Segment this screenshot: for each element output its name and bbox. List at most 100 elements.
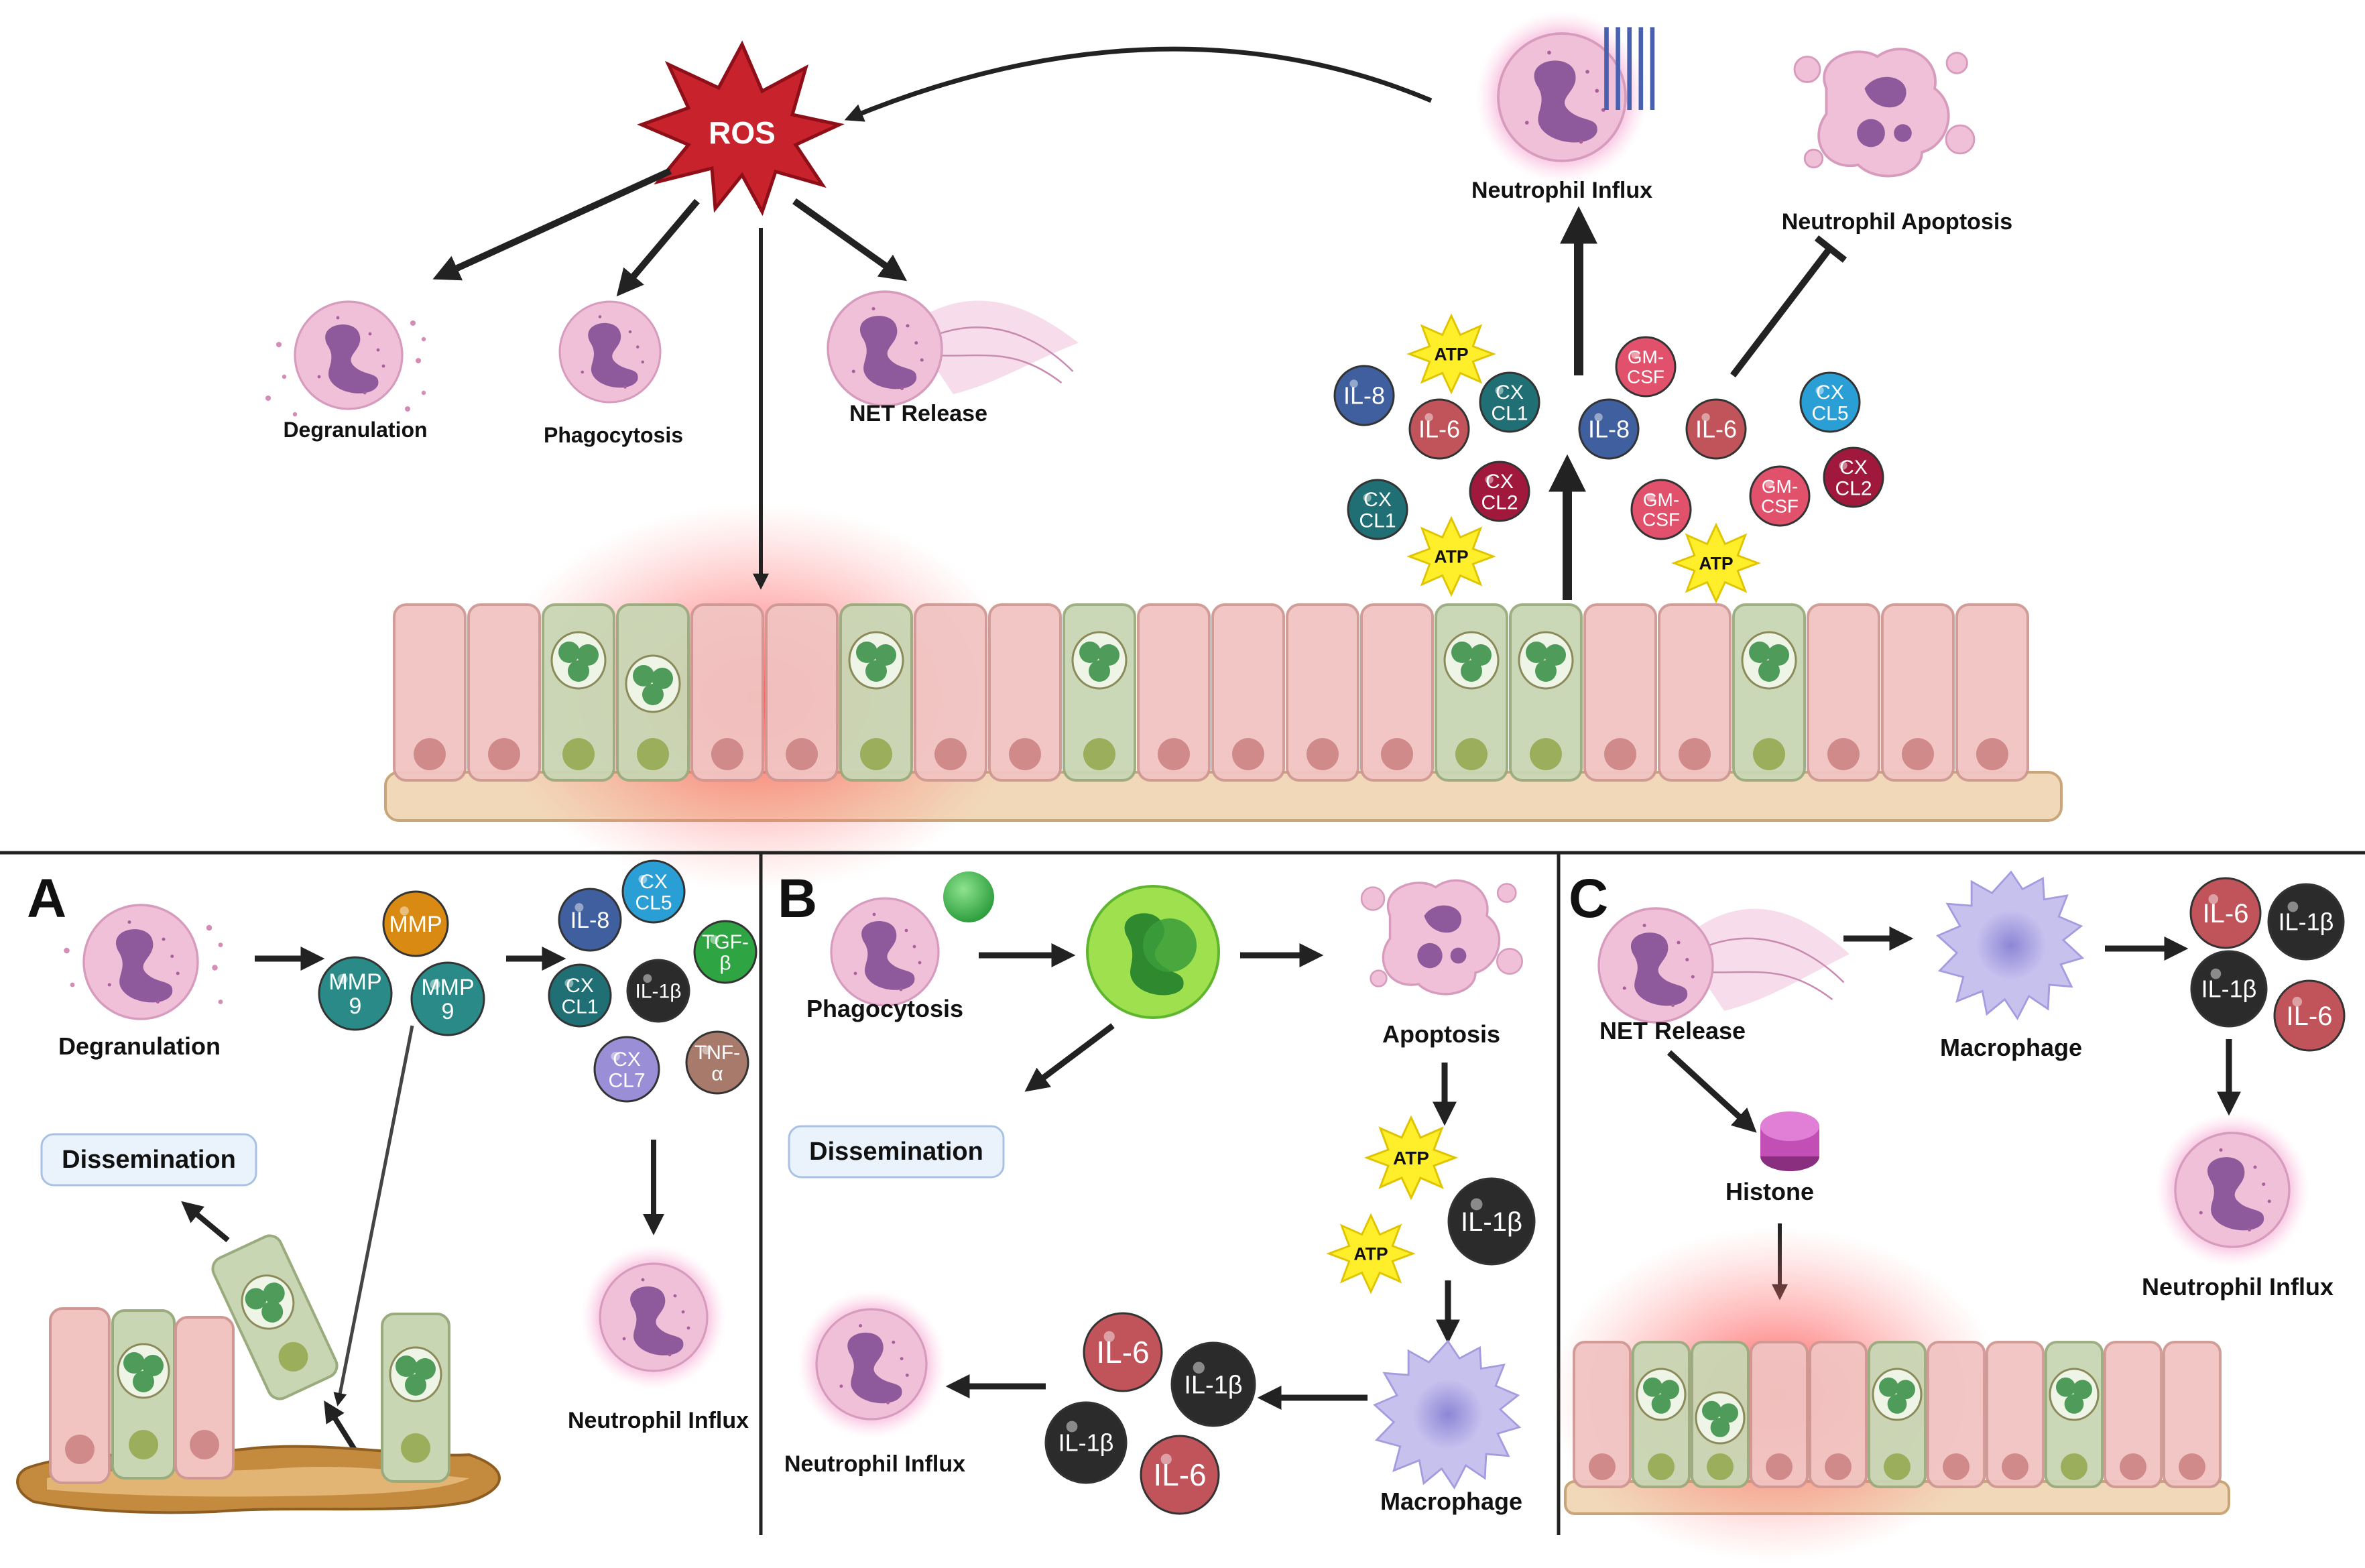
mmp-a-ball: [382, 890, 449, 957]
cxcl1-top-1-ball: [1479, 371, 1540, 433]
il6-b-1-label: IL-6: [1096, 1335, 1149, 1370]
cxcl1-top-1-label: CL1: [1491, 402, 1528, 424]
epithelial-cell: [467, 603, 541, 782]
neutrophil-apoptosis-label: Neutrophil Apoptosis: [1782, 209, 2012, 235]
mmp9-a-1-shine: [337, 973, 348, 984]
il6-c-2: IL-6: [2273, 979, 2346, 1052]
cxcl1-top-2-shine: [1363, 493, 1372, 502]
il8-top-1-label: IL-8: [1343, 382, 1385, 410]
cxcl2-top-2-label: CL2: [1835, 477, 1872, 499]
il6-top-2: IL-6: [1685, 398, 1747, 460]
il8-a: IL-8: [558, 888, 622, 952]
atp-top-3-label: ATP: [1699, 554, 1733, 574]
panel-b-letter: B: [778, 868, 817, 929]
il6-top-2-label: IL-6: [1695, 416, 1737, 443]
infected-epithelial-cell: [542, 603, 615, 782]
tnfa-a-ball: [685, 1030, 749, 1095]
il1b-a-ball: [626, 959, 690, 1023]
gmcsf-top-3-shine: [1765, 480, 1774, 489]
mmp9-a-2-label: 9: [442, 999, 454, 1024]
il6-b-2: IL-6: [1140, 1435, 1220, 1515]
il6-b-1-shine: [1103, 1331, 1115, 1342]
degranulation-label: Degranulation: [283, 418, 427, 442]
c-macrophage-label: Macrophage: [1940, 1034, 2082, 1061]
atp-b-2: ATP: [1327, 1214, 1414, 1293]
b-phagocytosis-label: Phagocytosis: [806, 995, 963, 1022]
il6-c-2-ball: [2273, 979, 2346, 1052]
neutrophil-apoptosis-cell: [1793, 48, 1976, 178]
a-degranulation-label: Degranulation: [58, 1032, 221, 1060]
cxcl1-top-1-shine: [1495, 386, 1504, 395]
tgfb-a-label: β: [719, 952, 731, 974]
cxcl1-a-label: CX: [566, 975, 594, 997]
gmcsf-top-3-label: CSF: [1761, 496, 1799, 517]
il1b-b-1-ball: [1447, 1177, 1536, 1266]
arrow-ros-phagocytosis: [616, 198, 700, 297]
il6-top-1-ball: [1408, 398, 1470, 460]
epithelial-cell: [1807, 603, 1880, 782]
il6-top-1-label: IL-6: [1418, 416, 1460, 443]
cxcl5-top-1-label: CL5: [1811, 402, 1848, 424]
il1b-b-2-shine: [1193, 1362, 1205, 1374]
il1b-a: IL-1β: [626, 959, 690, 1023]
atp-b-1-label: ATP: [1393, 1148, 1429, 1168]
atp-top-3: ATP: [1673, 524, 1760, 603]
gmcsf-top-1-label: CSF: [1627, 367, 1664, 387]
il6-b-2-shine: [1160, 1453, 1172, 1465]
tgfb-a-label: TGF-: [702, 931, 749, 953]
il8-top-2: IL-8: [1578, 398, 1640, 460]
il6-b-1-ball: [1083, 1312, 1163, 1392]
il1b-a-label: IL-1β: [635, 981, 682, 1003]
ros-burst: [637, 40, 845, 217]
il1b-b-2-label: IL-1β: [1184, 1371, 1242, 1399]
il1b-c-2-shine: [2210, 968, 2222, 979]
atp-top-2: ATP: [1408, 517, 1495, 596]
c-net-release-cell: [1597, 907, 1849, 1024]
c-net-release-label: NET Release: [1599, 1017, 1746, 1044]
mmp9-a-2-shine: [430, 979, 440, 989]
c-epithelial-cell: [1927, 1341, 1986, 1488]
cxcl5-a-label: CL5: [635, 892, 672, 914]
il6-c-1: IL-6: [2189, 877, 2262, 949]
b-phagocytosis-cell: [830, 897, 940, 1007]
b-apoptosis-cell: [1360, 879, 1524, 996]
epithelial-cell: [1955, 603, 2029, 782]
il1b-c-1-label: IL-1β: [2279, 908, 2334, 936]
cxcl2-top-1-label: CL2: [1481, 491, 1518, 514]
mmp-a-label: MMP: [389, 912, 442, 937]
epithelial-cell: [1211, 603, 1285, 782]
cxcl5-a-ball: [621, 859, 686, 924]
il1b-b-1-label: IL-1β: [1461, 1207, 1522, 1237]
infected-epithelial-cell: [1063, 603, 1136, 782]
epithelial-cell: [1286, 603, 1359, 782]
epithelial-cell: [1137, 603, 1211, 782]
infected-epithelial-cell: [616, 603, 690, 782]
epithelial-cell: [1658, 603, 1732, 782]
tnfa-a-shine: [702, 1046, 711, 1055]
cxcl7-a-ball: [593, 1036, 660, 1103]
cxcl5-a-shine: [638, 875, 648, 884]
b-neutrophil-influx-label: Neutrophil Influx: [784, 1451, 965, 1477]
net-release-label: NET Release: [849, 401, 987, 426]
phagocytosis-cell: [558, 300, 662, 404]
cxcl2-top-1-shine: [1485, 475, 1494, 484]
cxcl2-top-2-label: CX: [1839, 457, 1868, 479]
a-degranulation-cell: [64, 904, 223, 1020]
gmcsf-top-2-shine: [1646, 493, 1655, 502]
il8-a-shine: [574, 903, 584, 912]
mmp9-a-2-ball: [410, 961, 485, 1036]
epithelial-cell: [765, 603, 839, 782]
gmcsf-top-2: GM-CSF: [1630, 479, 1692, 540]
b-apoptosis-label: Apoptosis: [1382, 1020, 1500, 1048]
il1b-b-3-ball: [1044, 1401, 1128, 1484]
mmp9-a-2-label: MMP: [421, 975, 474, 1000]
il8-top-2-label: IL-8: [1588, 416, 1630, 443]
il1b-c-2-ball: [2190, 950, 2268, 1028]
mmp9-a-1-label: MMP: [328, 969, 381, 995]
